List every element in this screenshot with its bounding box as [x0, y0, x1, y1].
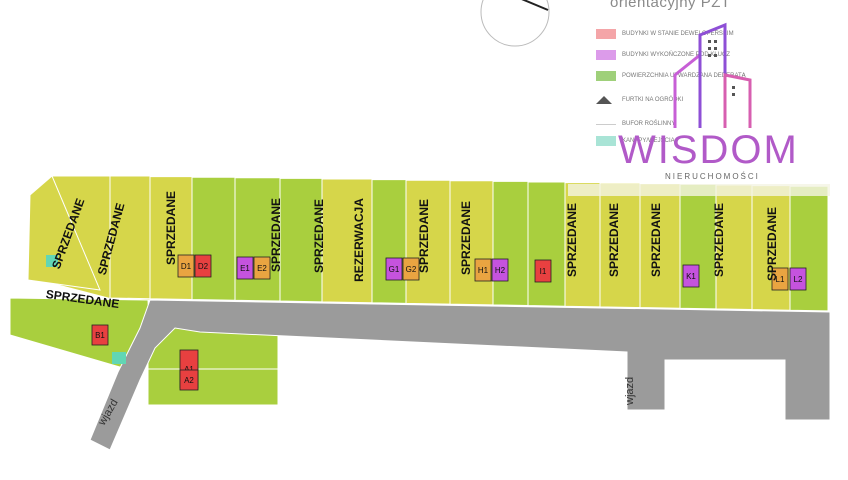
house-label: H2 — [495, 266, 506, 275]
house-k1[interactable]: K1 — [682, 264, 700, 288]
legend-label: POWIERZCHNIA UTWARDZANA DEDERATĄ — [622, 73, 746, 79]
house-label: I1 — [540, 267, 547, 276]
legend-item: BUFOR ROŚLINNY — [596, 118, 675, 130]
reserved-label: REZERWACJA — [352, 198, 366, 282]
legend-item: FURTKI NA OGRÓDKI — [596, 94, 683, 106]
house-label: G1 — [389, 265, 400, 274]
logo-wordmark: WISDOM — [618, 128, 799, 172]
legend-swatch — [596, 123, 616, 125]
legend-swatch — [596, 29, 616, 39]
compass-icon — [480, 0, 550, 47]
road — [89, 299, 831, 451]
sold-label: SPRZEDANE — [164, 191, 178, 265]
house-label: K1 — [686, 272, 696, 281]
house-label: E1 — [240, 264, 250, 273]
sold-label: SPRZEDANE — [765, 207, 779, 281]
house-e2[interactable]: E2 — [253, 256, 271, 280]
sold-label: SPRZEDANE — [607, 203, 621, 277]
legend-swatch — [596, 136, 616, 146]
sold-label: SPRZEDANE — [269, 198, 283, 272]
legend-swatch — [596, 50, 616, 60]
sold-label: SPRZEDANE — [649, 203, 663, 277]
house-b1[interactable]: B1 — [91, 324, 109, 346]
legend-item: BUDYNKI W STANIE DEWELOPERSKIM — [596, 28, 734, 40]
legend-label: BUDYNKI WYKOŃCZONE POD KLUCZ — [622, 52, 731, 58]
plot-top[interactable] — [492, 180, 529, 307]
house-label: E2 — [257, 264, 267, 273]
building-logo-icon — [673, 22, 752, 128]
house-label: D2 — [198, 262, 209, 271]
walkway-b — [46, 255, 58, 267]
house-label: D1 — [181, 262, 192, 271]
house-l1[interactable]: L1 — [771, 267, 789, 291]
top-plots — [109, 175, 829, 312]
legend-label: KANAPY/WEJŚCIA — [622, 138, 675, 144]
house-label: B1 — [95, 331, 105, 340]
sold-label: SPRZEDANE — [712, 203, 726, 277]
house-label: H1 — [478, 266, 489, 275]
house-g2[interactable]: G2 — [402, 257, 420, 281]
house-label: A2 — [184, 376, 194, 385]
sold-label: SPRZEDANE — [565, 203, 579, 277]
sold-label: SPRZEDANE — [417, 199, 431, 273]
house-label: L2 — [794, 275, 803, 284]
legend-label: BUFOR ROŚLINNY — [622, 121, 676, 127]
logo-tagline: NIERUCHOMOŚCI — [665, 172, 760, 181]
walkway-a — [112, 352, 126, 364]
plot-top[interactable] — [371, 179, 407, 304]
plot-top[interactable] — [527, 181, 566, 307]
house-a2[interactable]: A2 — [179, 369, 199, 391]
house-l2[interactable]: L2 — [789, 267, 807, 291]
plot-top[interactable] — [191, 176, 236, 301]
legend-item: KANAPY/WEJŚCIA — [596, 135, 675, 147]
entry-text: wjazd — [624, 377, 636, 406]
entry-label-right: wjazd — [624, 377, 636, 406]
sold-label: SPRZEDANE — [312, 199, 326, 273]
legend-label: BUDYNKI W STANIE DEWELOPERSKIM — [622, 31, 734, 37]
legend-fog — [568, 184, 830, 196]
plot-a2[interactable] — [147, 368, 279, 406]
house-g1[interactable]: G1 — [385, 257, 403, 281]
legend-title: orientacyjny PZT — [610, 0, 731, 11]
house-i1[interactable]: I1 — [534, 259, 552, 283]
legend-swatch — [596, 71, 616, 81]
legend-item: POWIERZCHNIA UTWARDZANA DEDERATĄ — [596, 70, 746, 82]
house-label: L1 — [776, 275, 785, 284]
house-h2[interactable]: H2 — [491, 258, 509, 282]
house-label: G2 — [406, 265, 417, 274]
house-e1[interactable]: E1 — [236, 256, 254, 280]
house-d1[interactable]: D1 — [177, 254, 195, 278]
legend-item: BUDYNKI WYKOŃCZONE POD KLUCZ — [596, 49, 730, 61]
plot-top[interactable] — [789, 185, 829, 312]
house-d2[interactable]: D2 — [194, 254, 212, 278]
sold-label: SPRZEDANE — [459, 201, 473, 275]
legend-label: FURTKI NA OGRÓDKI — [622, 97, 684, 103]
plot-top[interactable] — [679, 183, 717, 310]
house-h1[interactable]: H1 — [474, 258, 492, 282]
triangle-icon — [596, 96, 612, 104]
house-label: A1 — [184, 365, 194, 374]
